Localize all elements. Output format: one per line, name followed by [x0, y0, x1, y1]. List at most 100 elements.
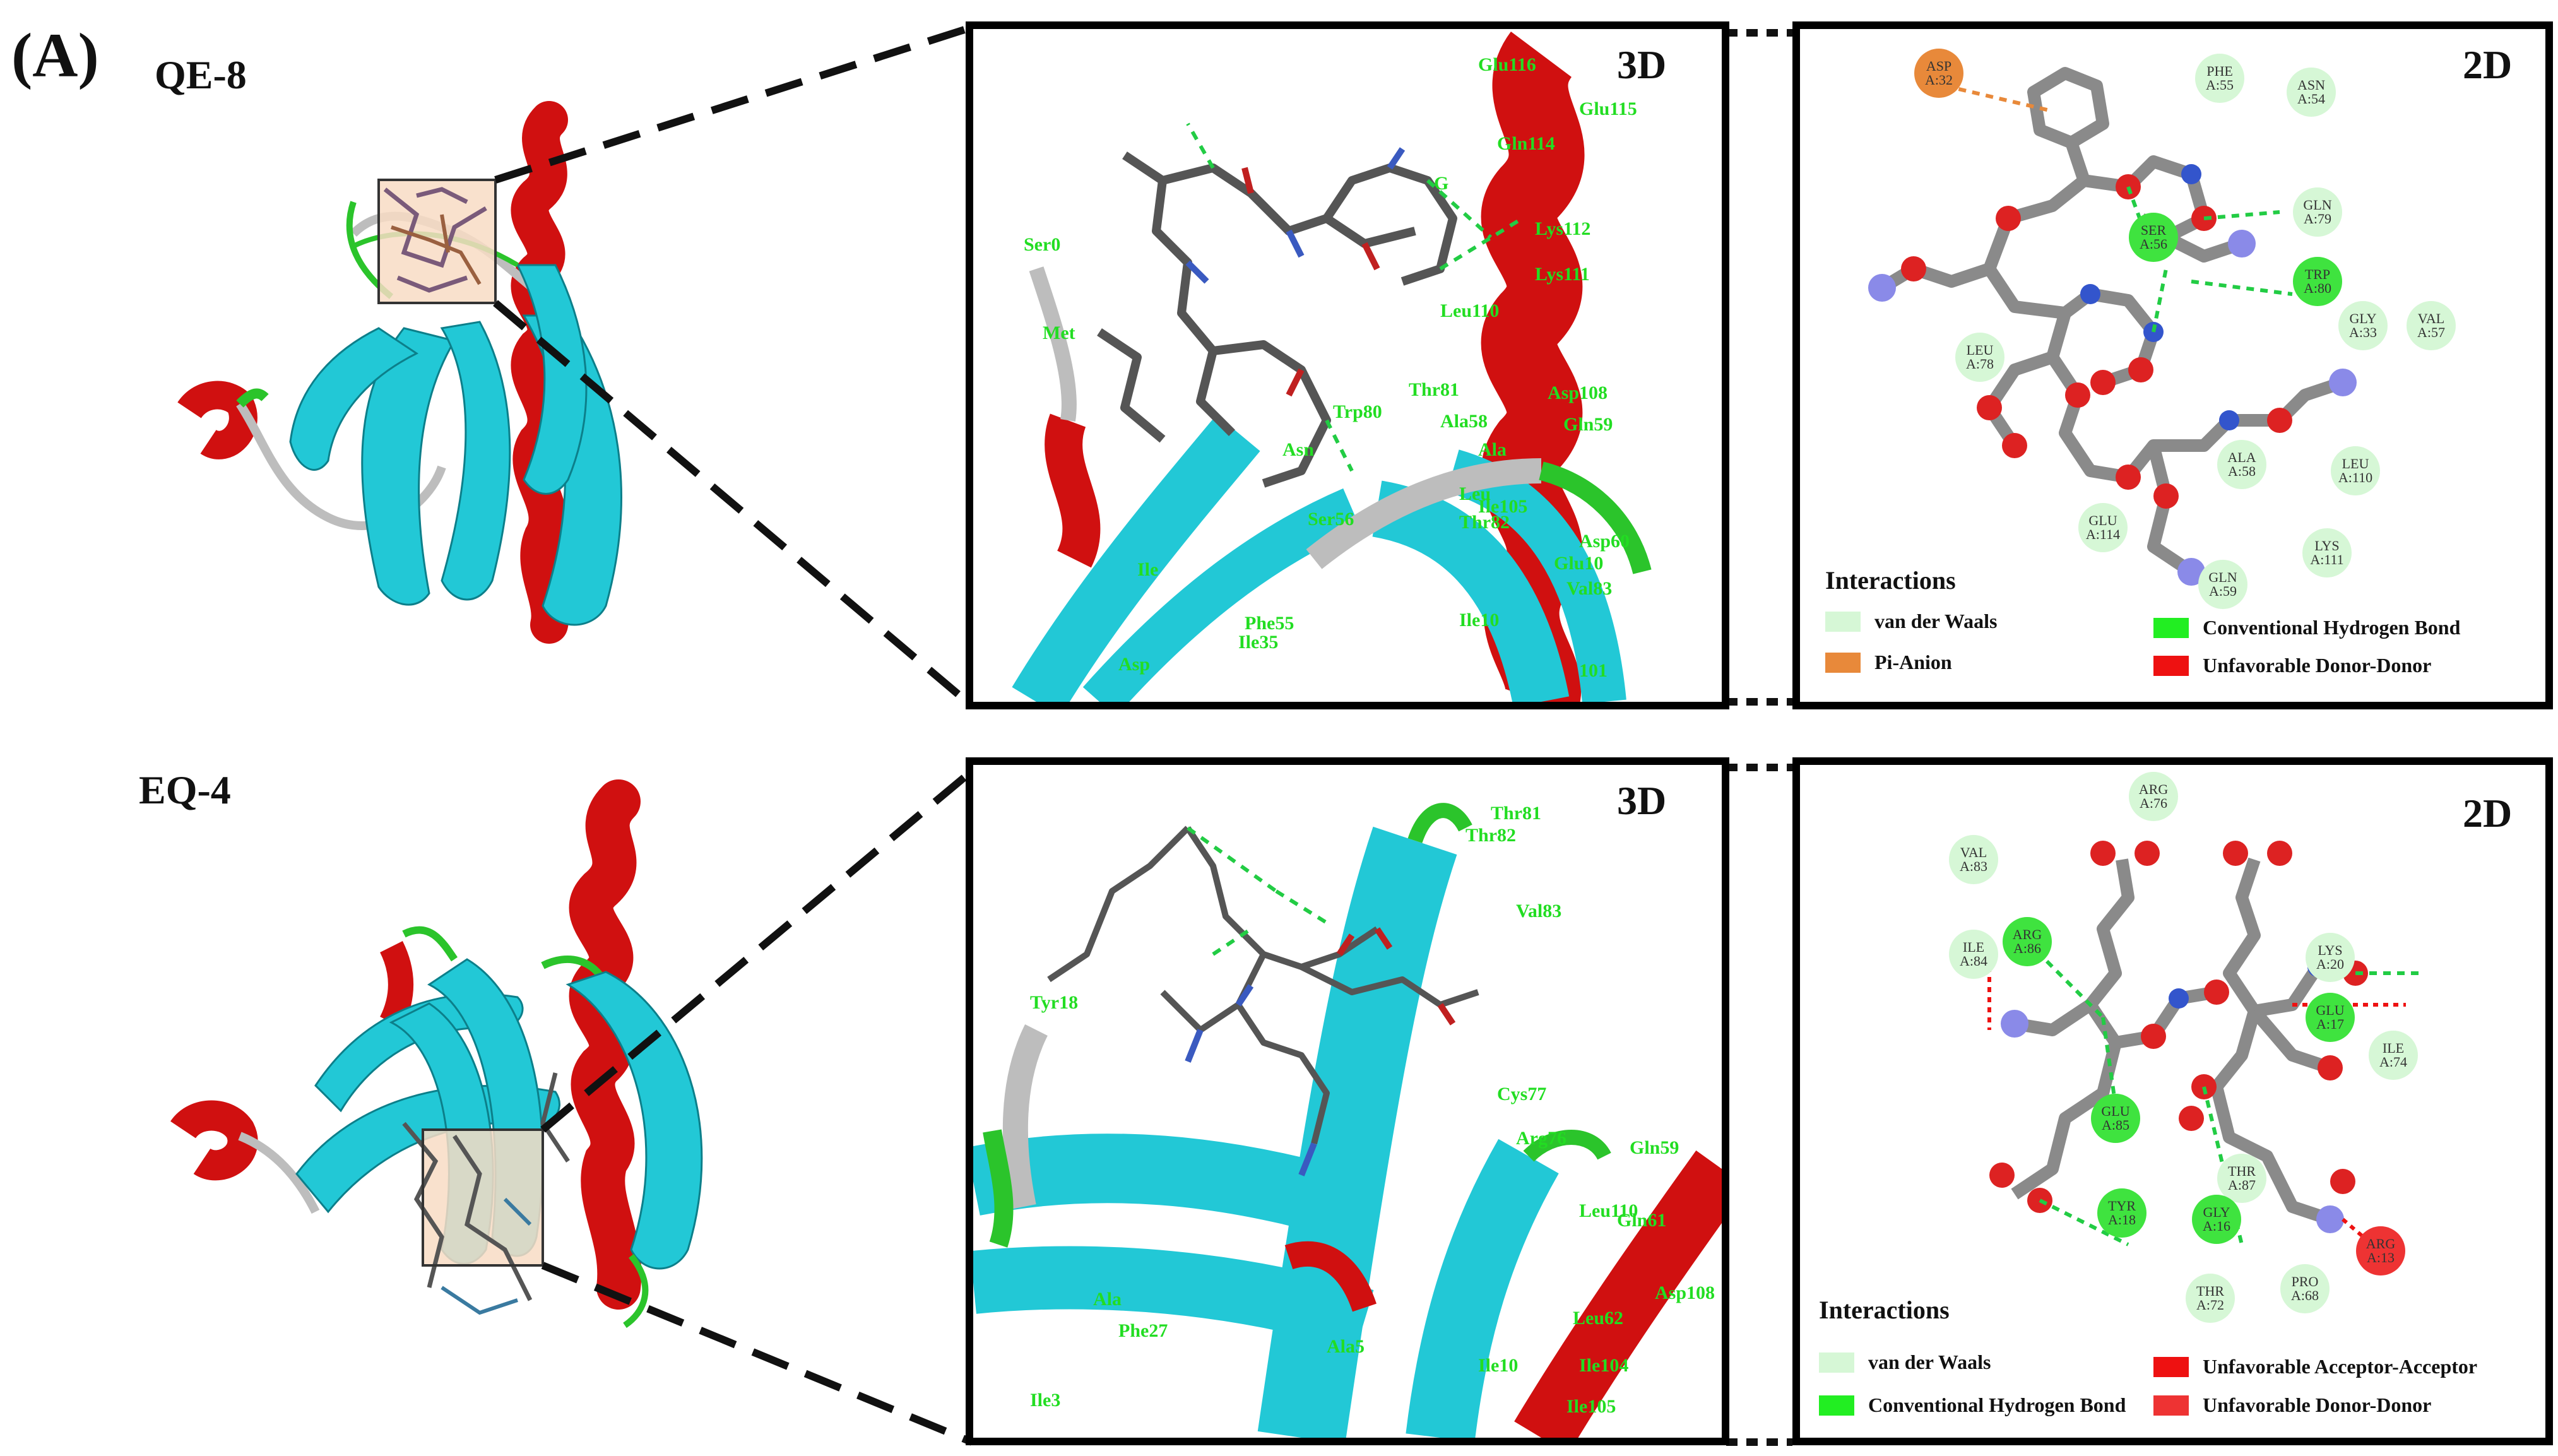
legend-item-van-der-waals: van der Waals	[1819, 1351, 1991, 1374]
residue-label: Ala58	[1440, 411, 1488, 432]
legend-item-unfavorable-donor-donor: Unfavorable Donor-Donor	[2153, 654, 2431, 677]
legend-item-van-der-waals: van der Waals	[1825, 610, 1997, 633]
residue-label: Ile10	[1459, 610, 1500, 630]
zoom-line-qe8-top	[494, 21, 980, 184]
residue-label: Phe27	[1118, 1320, 1168, 1341]
legend-swatch	[2153, 1356, 2189, 1377]
residue-label: Thr81	[1409, 379, 1460, 400]
residue-label: 101	[1579, 660, 1608, 681]
residue-label: Thr81	[1491, 803, 1542, 824]
legend-item-pi-anion: Pi-Anion	[1825, 651, 1952, 674]
legend-item-hydrogen-bond: Conventional Hydrogen Bond	[1819, 1394, 2126, 1417]
eq4-3d-view: 3D Thr81 Thr82 Val83 Tyr18 Cys77 Arg76 G…	[966, 757, 1729, 1445]
residue-label: Glu115	[1579, 98, 1637, 119]
residue-label: Trp80	[1333, 401, 1382, 422]
residue-label: Leu62	[1573, 1308, 1624, 1329]
residue-label: Val83	[1516, 901, 1562, 921]
legend-item-unfavorable-donor-donor: Unfavorable Donor-Donor	[2153, 1394, 2431, 1417]
residue-label: Glu116	[1478, 54, 1536, 75]
complex-title-qe8: QE-8	[155, 52, 247, 97]
residue-label: Met	[1043, 323, 1075, 343]
complex-title-eq4: EQ-4	[139, 767, 231, 812]
qe8-2d-tag: 2D	[2463, 42, 2513, 87]
residue-label: Gln59	[1563, 414, 1613, 435]
residue-label: Ile10	[1478, 1355, 1519, 1376]
legend-title: Interactions	[1819, 1296, 1950, 1324]
residue-label: Thr82	[1459, 512, 1510, 533]
legend-swatch	[2153, 655, 2189, 676]
residue-label: Phe55	[1245, 613, 1294, 634]
residue-label: Ile3	[1030, 1390, 1061, 1411]
residue-label: Tyr18	[1030, 992, 1079, 1013]
legend-item-unfavorable-acceptor-acceptor: Unfavorable Acceptor-Acceptor	[2153, 1355, 2477, 1378]
residue-label: Leu	[1459, 483, 1491, 504]
eq4-2d-tag: 2D	[2463, 791, 2513, 836]
residue-label: Cys77	[1497, 1084, 1547, 1104]
residue-label: Gln114	[1497, 133, 1555, 154]
qe8-2d-scene	[1868, 67, 2357, 586]
residue-label: Ile105	[1478, 496, 1528, 517]
residue-label: G	[1434, 173, 1449, 194]
residue-label: Gln59	[1630, 1137, 1679, 1158]
residue-label: Lys111	[1535, 264, 1590, 285]
zoom-line-eq4-bottom	[541, 1262, 974, 1446]
eq4-3d-tag: 3D	[1617, 778, 1667, 823]
residue-label: Asp	[1118, 654, 1151, 675]
residue-label: Ile35	[1238, 632, 1279, 653]
legend-swatch	[2153, 1395, 2189, 1416]
residue-label: Lys112	[1535, 218, 1591, 239]
residue-label: Val83	[1566, 578, 1613, 599]
legend-title: Interactions	[1825, 566, 1956, 595]
residue-label: Gln61	[1617, 1210, 1667, 1231]
qe8-3d-tag: 3D	[1617, 42, 1667, 87]
residue-label: Ser0	[1024, 234, 1061, 255]
legend-swatch	[1819, 1395, 1854, 1416]
eq4-ligand-box	[402, 1072, 570, 1315]
zoom-line-eq4-top	[540, 773, 968, 1133]
residue-label: Arg76	[1516, 1128, 1566, 1149]
qe8-ligand-box	[377, 179, 497, 304]
legend-item-hydrogen-bond: Conventional Hydrogen Bond	[2153, 616, 2460, 639]
eq4-2d-scene	[1987, 841, 2419, 1259]
residue-label: Asn	[1282, 439, 1315, 460]
residue-label: Ile104	[1579, 1355, 1629, 1376]
residue-label: Asp60	[1579, 531, 1630, 552]
qe8-3d-view: 3D Glu116 Glu115 Gln114 G Lys112 Lys111 …	[966, 21, 1729, 709]
legend-swatch	[1825, 652, 1861, 673]
zoom-line-qe8-bottom	[493, 300, 968, 704]
qe8-3d-scene	[1012, 32, 1652, 702]
residue-label: Leu110	[1440, 300, 1500, 321]
residue-label: Ile105	[1566, 1396, 1616, 1417]
residue-label: Leu110	[1579, 1200, 1638, 1221]
legend-swatch	[2153, 617, 2189, 638]
residue-label: Ala	[1093, 1289, 1122, 1310]
residue-label: Ile	[1137, 559, 1159, 580]
residue-label: Thr82	[1466, 825, 1517, 846]
residue-label: Ser56	[1308, 509, 1354, 530]
